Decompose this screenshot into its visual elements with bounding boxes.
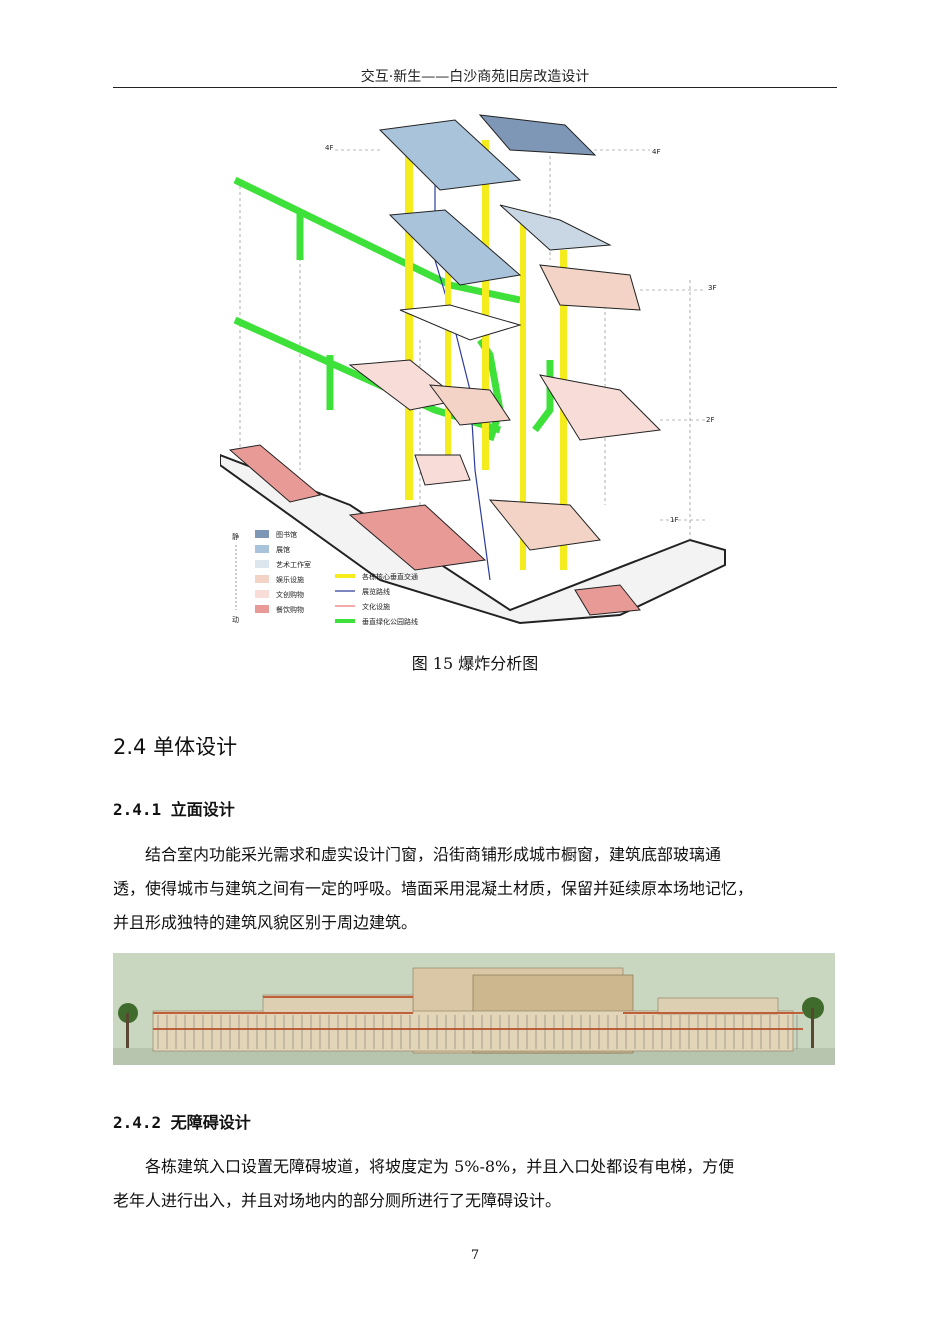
elevation-mullions	[157, 1015, 798, 1049]
floor-label-1f: 1F	[670, 516, 678, 524]
block-4f-library	[378, 119, 522, 191]
block-2f-bridge	[399, 304, 522, 341]
subsection-heading-facade: 2.4.1 立面设计	[113, 800, 235, 819]
section-heading: 2.4 单体设计	[113, 735, 238, 759]
floor-label-4f-left: 4F	[325, 144, 333, 152]
block-2f-creative	[538, 374, 662, 441]
legend-label: 艺术工作室	[276, 560, 311, 569]
figure-caption: 图 15 爆炸分析图	[411, 654, 539, 673]
legend-label: 文创购物	[276, 590, 304, 599]
subsection-heading-accessible: 2.4.2 无障碍设计	[113, 1113, 251, 1132]
exploded-analysis-diagram: 4F 4F 3F 2F 1F 静 动 图书馆展馆艺术工作室娱乐设施文创购物餐饮购…	[220, 114, 726, 626]
legend-route-label: 垂直绿化公园路线	[362, 617, 418, 626]
page-number: 7	[470, 1248, 480, 1263]
block-1f-dining-c	[574, 584, 641, 616]
floor-label-4f-right: 4F	[652, 148, 660, 156]
block-1f-dining-a	[228, 444, 322, 503]
legend-swatch	[255, 590, 269, 598]
legend-swatch	[255, 545, 269, 553]
facade-paragraph: 结合室内功能采光需求和虚实设计门窗，沿街商铺形成城市橱窗，建筑底部玻璃通 透，使…	[113, 838, 837, 940]
header-rule	[113, 87, 837, 88]
block-2f-leisure	[428, 384, 511, 426]
green-park-route	[233, 176, 554, 442]
legend-swatch	[255, 575, 269, 583]
block-1f-entertainment	[488, 499, 601, 551]
elevation-trees	[118, 997, 824, 1048]
block-1f-retail	[414, 454, 471, 486]
block-1f-dining-b	[348, 504, 487, 571]
legend-axis-bottom: 动	[232, 615, 239, 624]
legend-label: 图书馆	[276, 530, 297, 539]
legend-swatch	[255, 530, 269, 538]
elevation-bands	[153, 996, 803, 1030]
legend-label: 展馆	[276, 545, 290, 554]
paragraph-line: 老年人进行出入，并且对场地内的部分厕所进行了无障碍设计。	[113, 1191, 562, 1210]
floor-label-2f: 2F	[706, 416, 714, 424]
legend-label: 餐饮购物	[276, 605, 304, 614]
legend-route-label: 展览路线	[362, 587, 390, 596]
floor-label-3f: 3F	[708, 284, 716, 292]
block-3f-studio	[499, 204, 612, 251]
accessible-paragraph: 各栋建筑入口设置无障碍坡道，将坡度定为 5%-8%，并且入口处都设有电梯，方便 …	[113, 1150, 837, 1218]
legend-swatch	[255, 560, 269, 568]
block-4f-gallery	[478, 114, 597, 156]
floor-labels: 4F 4F 3F 2F 1F	[325, 144, 716, 524]
block-3f-entertainment	[539, 264, 641, 311]
legend-label: 娱乐设施	[276, 575, 304, 584]
legend-route-label: 文化设施	[362, 602, 390, 611]
paragraph-line: 结合室内功能采光需求和虚实设计门窗，沿街商铺形成城市橱窗，建筑底部玻璃通	[145, 845, 722, 864]
running-header: 交互·新生——白沙商苑旧房改造设计	[360, 69, 590, 85]
legend-route-label: 各栋核心垂直交通	[362, 572, 418, 581]
block-3f-exhibit	[388, 209, 522, 286]
paragraph-line: 各栋建筑入口设置无障碍坡道，将坡度定为 5%-8%，并且入口处都设有电梯，方便	[145, 1157, 735, 1176]
paragraph-line: 透，使得城市与建筑之间有一定的呼吸。墙面采用混凝土材质，保留并延续原本场地记忆，	[113, 879, 754, 898]
site-base-plate	[220, 453, 726, 625]
paragraph-line: 并且形成独特的建筑风貌区别于周边建筑。	[113, 913, 418, 932]
legend-axis-top: 静	[232, 532, 239, 541]
legend-swatch	[255, 605, 269, 613]
elevation-drawing	[113, 953, 835, 1065]
